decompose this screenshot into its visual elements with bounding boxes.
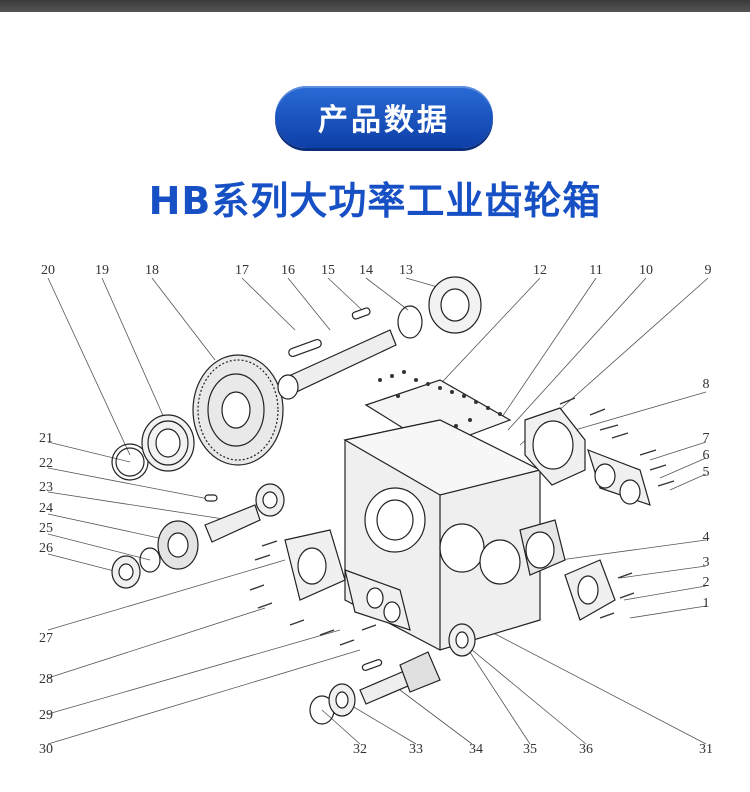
callout-21: 21 (39, 431, 53, 446)
callout-10: 10 (639, 263, 653, 278)
callout-7: 7 (703, 431, 710, 446)
callout-12: 12 (533, 263, 547, 278)
callout-6: 6 (703, 448, 710, 463)
callout-15: 15 (321, 263, 335, 278)
callout-33: 33 (409, 742, 423, 757)
callout-29: 29 (39, 708, 53, 723)
callout-8: 8 (703, 377, 710, 392)
callout-9: 9 (705, 263, 712, 278)
callout-35: 35 (523, 742, 537, 757)
callout-32: 32 (353, 742, 367, 757)
callout-36: 36 (579, 742, 593, 757)
callout-27: 27 (39, 631, 53, 646)
top-bar (0, 0, 750, 12)
section-badge: 产品数据 (275, 86, 493, 148)
callout-23: 23 (39, 480, 53, 495)
callout-3: 3 (703, 555, 710, 570)
callout-30: 30 (39, 742, 53, 757)
callout-5: 5 (703, 465, 710, 480)
callout-17: 17 (235, 263, 249, 278)
callout-24: 24 (39, 501, 53, 516)
callout-4: 4 (703, 530, 710, 545)
callout-2: 2 (703, 575, 710, 590)
callout-19: 19 (95, 263, 109, 278)
callout-13: 13 (399, 263, 413, 278)
callout-34: 34 (469, 742, 483, 757)
callout-18: 18 (145, 263, 159, 278)
callout-1: 1 (703, 596, 710, 611)
callout-22: 22 (39, 456, 53, 471)
callout-16: 16 (281, 263, 295, 278)
callout-14: 14 (359, 263, 373, 278)
callout-11: 11 (589, 263, 602, 278)
callout-26: 26 (39, 541, 53, 556)
callout-25: 25 (39, 521, 53, 536)
page-title: HB系列大功率工业齿轮箱 (148, 179, 602, 223)
callout-28: 28 (39, 672, 53, 687)
callout-31: 31 (699, 742, 713, 757)
callout-20: 20 (41, 263, 55, 278)
